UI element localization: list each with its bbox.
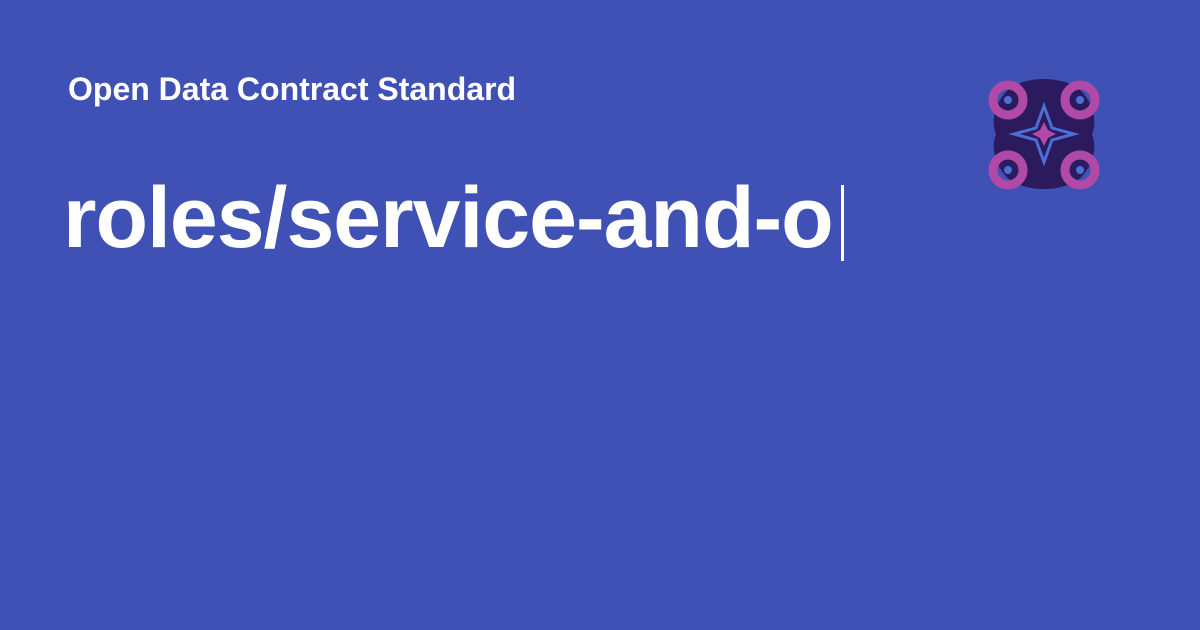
logo-dot-bottom-right	[1076, 166, 1084, 174]
logo-ring-bottom-left	[988, 150, 1028, 190]
page-title: roles/service-and-o	[63, 170, 834, 266]
logo-ring-bottom-right	[1060, 150, 1100, 190]
logo-center-lines	[1008, 101, 1080, 167]
logo-ring-top-right	[1060, 80, 1100, 120]
logo-dot-top-left	[1004, 96, 1012, 104]
logo-center-star	[1032, 122, 1056, 146]
logo-ring-top-left	[988, 80, 1028, 120]
logo-dot-bottom-left	[1004, 166, 1012, 174]
odcs-logo-icon	[988, 79, 1100, 190]
site-name: Open Data Contract Standard	[68, 71, 517, 107]
logo-dot-top-right	[1076, 96, 1084, 104]
page-title-line: roles/service-and-o	[63, 168, 844, 268]
text-caret	[840, 185, 844, 261]
